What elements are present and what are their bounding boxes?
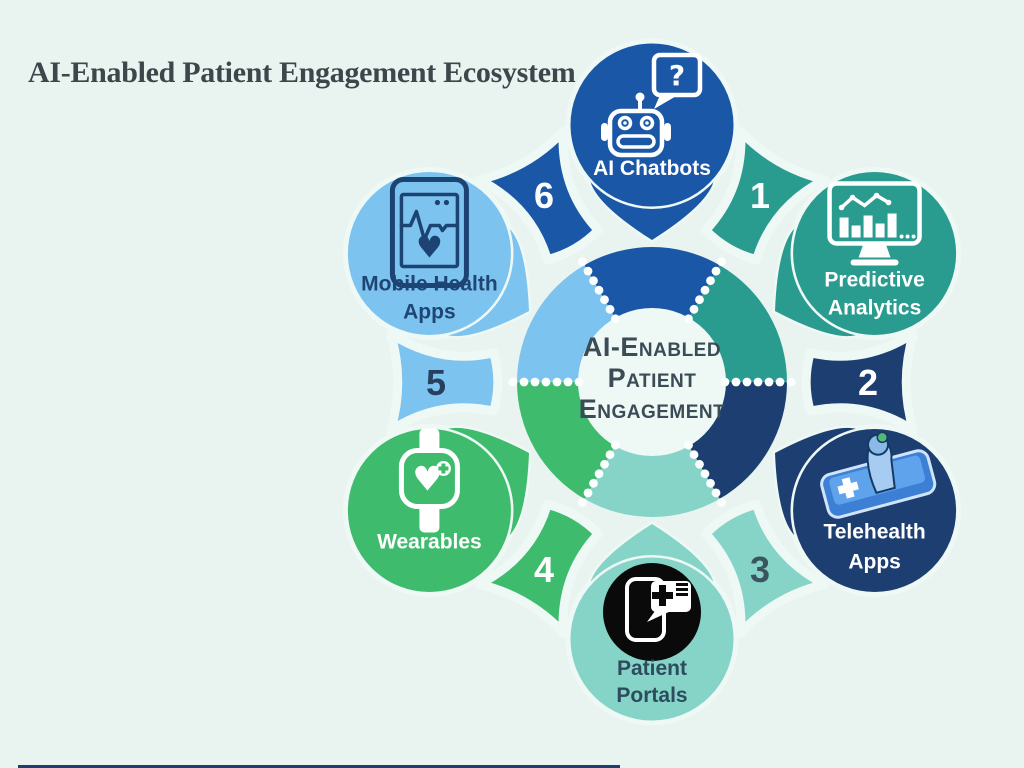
node-label-telehealth-apps: Telehealth <box>823 521 925 544</box>
node-mobile-health-apps <box>342 167 532 340</box>
step-number-2: 2 <box>858 362 878 403</box>
step-number-3: 3 <box>750 549 770 590</box>
telehealth-phone-icon <box>820 431 937 519</box>
dotted-divider-lines <box>508 257 796 507</box>
step-wedge-5 <box>386 329 503 435</box>
node-label-mobile-health-apps: Apps <box>403 301 456 324</box>
patient-portal-phone-icon <box>603 563 701 661</box>
page-title: AI-Enabled Patient Engagement Ecosystem <box>28 56 576 90</box>
node-label-ai-chatbots: AI Chatbots <box>593 157 711 180</box>
smartwatch-icon: ♥ <box>398 428 460 533</box>
petal-circle <box>342 167 516 340</box>
center-hub-circle <box>578 308 726 456</box>
node-label-wearables: Wearables <box>377 531 482 554</box>
node-label-predictive-analytics: Predictive <box>824 269 924 292</box>
step-wedge-2 <box>801 329 918 435</box>
node-label-telehealth-apps: Apps <box>848 551 901 574</box>
node-label-patient-portals: Portals <box>616 684 687 707</box>
analytics-monitor-icon <box>827 181 922 266</box>
step-number-5: 5 <box>426 362 446 403</box>
step-number-4: 4 <box>534 549 554 590</box>
node-label-mobile-health-apps: Mobile Health <box>361 273 498 296</box>
center-hub-text-line: Engagement <box>579 394 726 424</box>
step-number-1: 1 <box>750 175 770 216</box>
center-hub-text-line: AI-Enabled <box>583 332 721 362</box>
svg-text:♥: ♥ <box>416 231 443 266</box>
step-number-6: 6 <box>534 175 554 216</box>
chatbot-robot-icon: ? <box>601 52 703 158</box>
step-wedge-3 <box>701 499 830 638</box>
step-wedge-6 <box>474 126 603 265</box>
mobile-health-phone-icon: ♥ <box>389 177 469 288</box>
step-wedge-4 <box>474 499 603 638</box>
node-label-patient-portals: Patient <box>617 657 687 680</box>
step-wedge-1 <box>701 126 830 265</box>
node-label-predictive-analytics: Analytics <box>828 297 921 320</box>
center-hub-text-line: Patient <box>608 363 697 393</box>
svg-text:?: ? <box>669 59 685 92</box>
bottom-accent-bar <box>18 765 620 768</box>
